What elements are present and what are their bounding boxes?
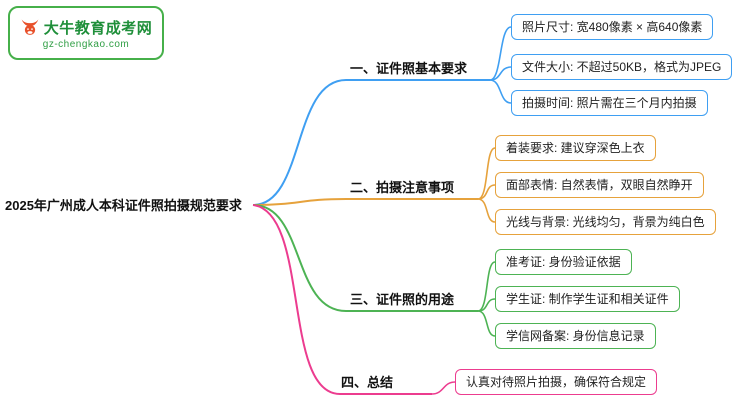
bull-logo-icon bbox=[20, 17, 40, 37]
logo-subtitle: gz-chengkao.com bbox=[42, 38, 130, 50]
branch3-label: 三、证件照的用途 bbox=[350, 292, 455, 307]
leaf-node: 光线与背景: 光线均匀，背景为纯白色 bbox=[495, 209, 716, 235]
root-node: 2025年广州成人本科证件照拍摄规范要求 bbox=[5, 198, 242, 213]
branch2-line bbox=[252, 198, 478, 206]
branch2-label: 二、拍摄注意事项 bbox=[350, 180, 455, 195]
branch4-label: 四、总结 bbox=[341, 375, 394, 390]
branch1-leaf1-line bbox=[489, 26, 512, 81]
site-logo: 大牛教育成考网 gz-chengkao.com bbox=[8, 6, 164, 60]
branch3-leaf3-line bbox=[477, 310, 496, 337]
logo-title: 大牛教育成考网 bbox=[43, 19, 153, 37]
leaf-node: 拍摄时间: 照片需在三个月内拍摄 bbox=[511, 90, 708, 116]
branch1-leaf2-line bbox=[489, 66, 512, 81]
branch3-leaf1-line bbox=[477, 261, 496, 312]
leaf-node: 文件大小: 不超过50KB，格式为JPEG bbox=[511, 54, 733, 80]
branch2-leaf3-line bbox=[477, 198, 496, 223]
leaf-node: 面部表情: 自然表情，双眼自然睁开 bbox=[495, 172, 704, 198]
leaf-node: 着装要求: 建议穿深色上衣 bbox=[495, 135, 656, 161]
leaf-node: 学信网备案: 身份信息记录 bbox=[495, 323, 656, 349]
leaf-node: 学生证: 制作学生证和相关证件 bbox=[495, 286, 680, 312]
branch2-leaf2-line bbox=[477, 184, 496, 200]
logo-row: 大牛教育成考网 bbox=[20, 17, 153, 38]
leaf-node: 准考证: 身份验证依据 bbox=[495, 249, 632, 275]
branch3-leaf2-line bbox=[477, 298, 496, 312]
branch4-leaf1-line bbox=[431, 381, 456, 395]
branch1-leaf3-line bbox=[489, 79, 512, 104]
branch1-label: 一、证件照基本要求 bbox=[350, 61, 468, 76]
branch2-leaf1-line bbox=[477, 147, 496, 200]
leaf-node: 认真对待照片拍摄，确保符合规定 bbox=[455, 369, 658, 395]
leaf-node: 照片尺寸: 宽480像素 × 高640像素 bbox=[511, 14, 714, 40]
